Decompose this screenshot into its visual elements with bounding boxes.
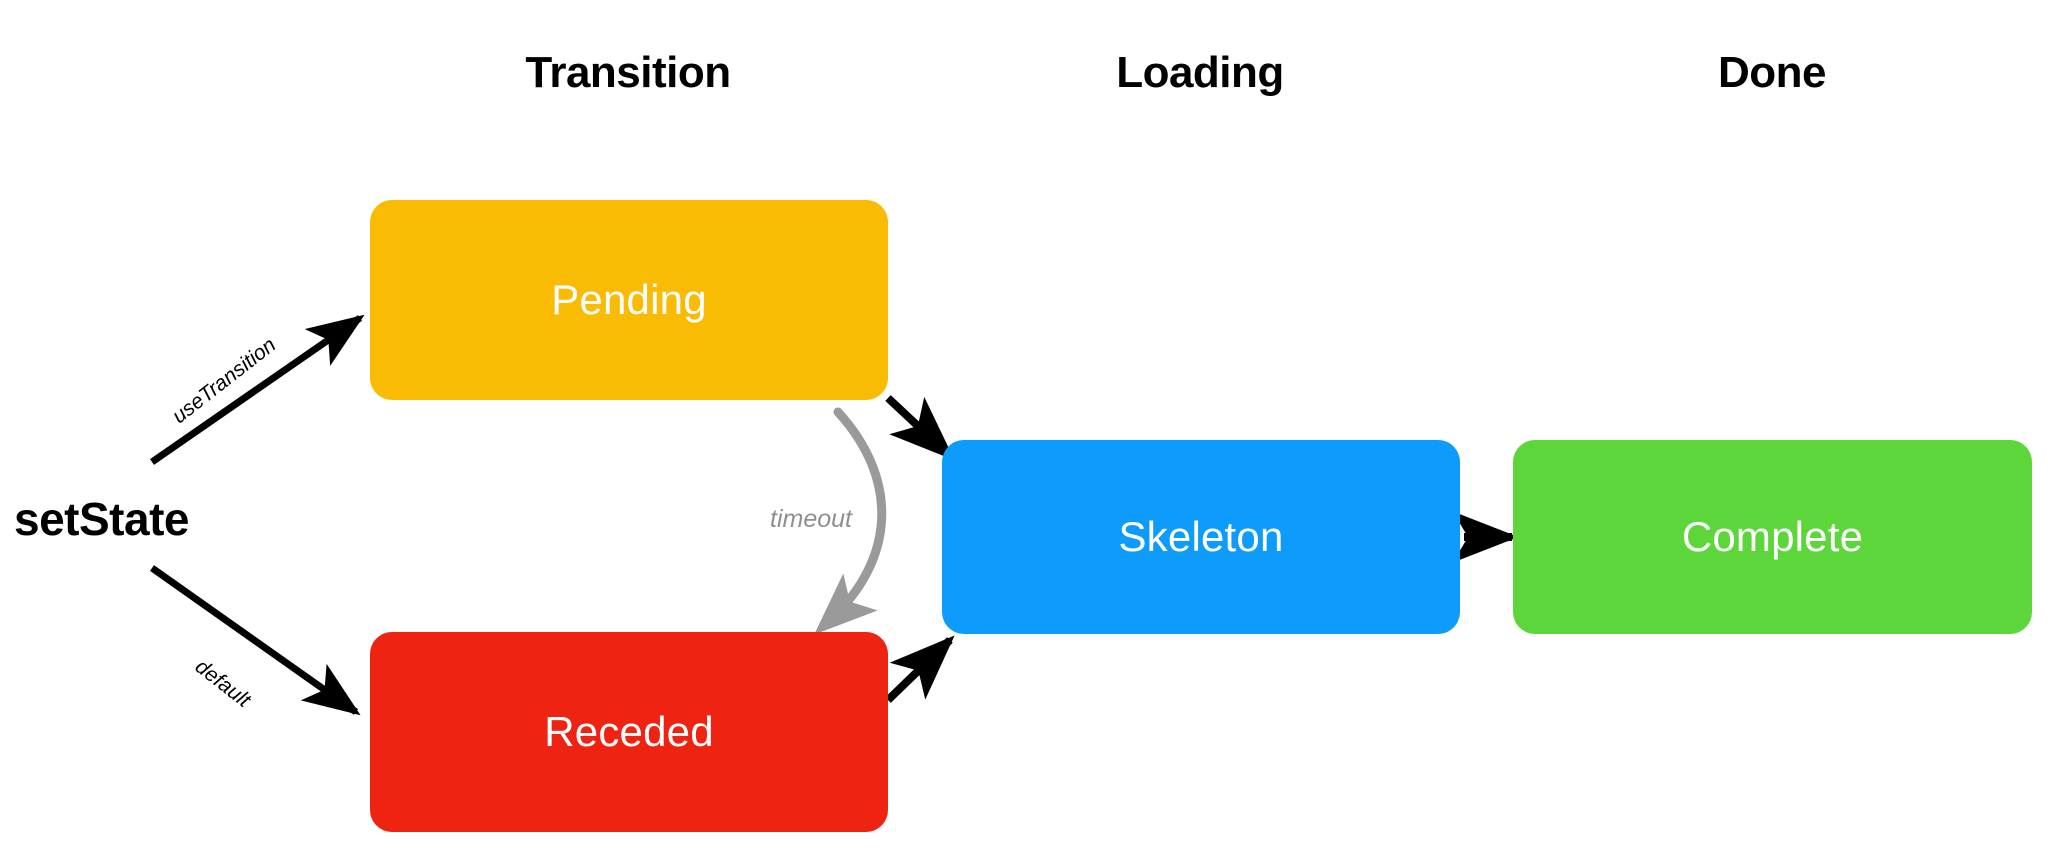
column-header-transition: Transition bbox=[525, 48, 731, 97]
edge-label-timeout: timeout bbox=[770, 505, 852, 533]
edge-label-default: default bbox=[190, 655, 255, 712]
state-node-pending[interactable]: Pending bbox=[370, 200, 888, 400]
column-header-done: Done bbox=[1718, 48, 1827, 97]
state-node-pending-label: Pending bbox=[551, 276, 707, 323]
edge-receded-to-skeleton bbox=[885, 635, 955, 703]
column-header-loading: Loading bbox=[1116, 48, 1284, 97]
state-node-complete-label: Complete bbox=[1681, 513, 1864, 560]
edge-label-usetransition: useTransition bbox=[168, 333, 281, 429]
state-node-skeleton[interactable]: Skeleton bbox=[942, 440, 1460, 634]
state-node-skeleton-label: Skeleton bbox=[1118, 513, 1284, 560]
state-node-receded-label: Receded bbox=[544, 708, 714, 755]
edge-setstate-to-receded bbox=[149, 565, 361, 716]
edge-pending-to-skeleton bbox=[885, 395, 955, 461]
state-node-receded[interactable]: Receded bbox=[370, 632, 888, 832]
origin-label-setstate: setState bbox=[14, 493, 189, 545]
state-node-complete[interactable]: Complete bbox=[1513, 440, 2032, 634]
